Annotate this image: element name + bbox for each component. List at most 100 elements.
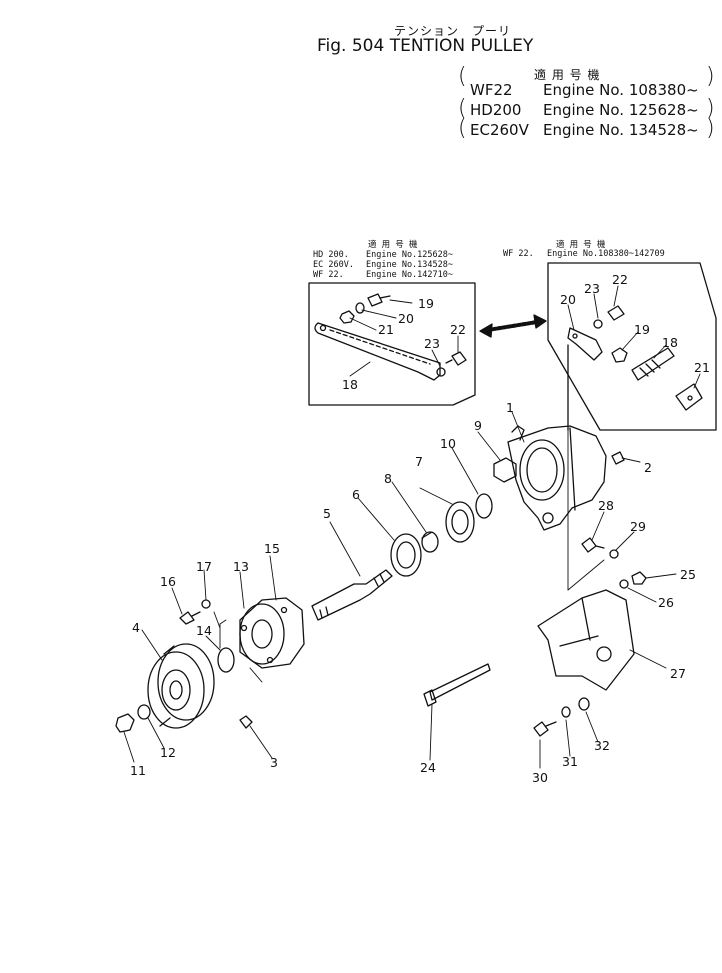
left-inset-engine: Engine No.125628~: [366, 250, 453, 260]
callout-4: 4: [132, 620, 140, 635]
callout-13: 13: [233, 559, 249, 574]
callout-24: 24: [420, 760, 436, 775]
callout-26: 26: [658, 595, 674, 610]
right-inset-callout-22: 22: [612, 272, 628, 287]
applicability-engine: Engine No. 134528~: [543, 121, 699, 139]
callout-18: 18: [342, 377, 358, 392]
right-inset-model: WF 22.: [503, 249, 534, 259]
callout-14: 14: [196, 623, 212, 638]
kana-title: テンション プーリ: [394, 24, 512, 38]
left-inset-model: EC 260V.: [313, 260, 354, 270]
figure-title: Fig. 504 TENTION PULLEY: [317, 36, 534, 56]
callout-19: 19: [418, 296, 434, 311]
nut: [115, 713, 135, 733]
callout-31: 31: [562, 754, 578, 769]
applicability-close-paren: ): [706, 64, 715, 89]
applicability-model: HD200: [470, 101, 522, 119]
washer: [619, 579, 629, 589]
callout-11: 11: [130, 763, 146, 778]
washer: [475, 493, 493, 519]
applicability-kanji: 適 用 号 機: [534, 68, 601, 82]
right-inset-callout-23: 23: [584, 281, 600, 296]
washer: [561, 706, 571, 718]
washer: [436, 367, 446, 377]
arm-bar: [314, 322, 441, 381]
washer: [137, 704, 151, 720]
callout-32: 32: [594, 738, 610, 753]
right-inset-kanji: 適 用 号 機: [556, 240, 606, 250]
double-arrow-icon: [479, 314, 547, 338]
nut: [631, 571, 647, 585]
right-inset-callout-21: 21: [694, 360, 710, 375]
left-inset-model: HD 200.: [313, 250, 349, 260]
left-inset-frame: [308, 282, 476, 406]
applicability-open-paren: (: [458, 96, 467, 121]
applicability-close-paren: ): [706, 116, 715, 141]
callout-25: 25: [680, 567, 696, 582]
right-inset-frame: [547, 262, 717, 431]
callout-16: 16: [160, 574, 176, 589]
callout-15: 15: [264, 541, 280, 556]
callout-7: 7: [415, 454, 423, 469]
nut: [339, 310, 355, 324]
callout-10: 10: [440, 436, 456, 451]
applicability-engine: Engine No. 108380~: [543, 81, 699, 99]
bearing: [390, 533, 422, 577]
right-inset-callout-19: 19: [634, 322, 650, 337]
nut: [611, 347, 628, 363]
bolt: [607, 305, 625, 321]
left-inset-kanji: 適 用 号 機: [368, 240, 418, 250]
callout-17: 17: [196, 559, 212, 574]
hub: [239, 597, 305, 669]
callout-12: 12: [160, 745, 176, 760]
applicability-close-paren: ): [706, 96, 715, 121]
bearing: [217, 647, 235, 673]
callout-30: 30: [532, 770, 548, 785]
callout-6: 6: [352, 487, 360, 502]
rod-end: [675, 383, 703, 411]
left-inset-engine: Engine No.134528~: [366, 260, 453, 270]
grease-nipple: [239, 715, 253, 729]
callout-numbers: 1 2 3 4 5 6 7 8 9 10 11 12 13 14 15 16 1…: [130, 272, 710, 785]
callout-22: 22: [450, 322, 466, 337]
applicability-open-paren: (: [458, 64, 467, 89]
callout-27: 27: [670, 666, 686, 681]
adjust-rod: [631, 347, 675, 381]
screw: [611, 451, 625, 465]
nut: [493, 457, 517, 483]
callout-21: 21: [378, 322, 394, 337]
callout-20: 20: [398, 311, 414, 326]
bolt: [445, 351, 467, 366]
applicability-engine: Engine No. 125628~: [543, 101, 699, 119]
applicability-model: WF22: [470, 81, 513, 99]
left-inset-engine: Engine No.142710~: [366, 270, 453, 280]
applicability-open-paren: (: [458, 116, 467, 141]
bracket: [537, 589, 635, 691]
callout-1: 1: [506, 400, 514, 415]
right-inset-callout-20: 20: [560, 292, 576, 307]
applicability-model: EC260V: [470, 121, 529, 139]
bolt: [533, 721, 557, 737]
leader-lines: [123, 285, 701, 769]
callout-3: 3: [270, 755, 278, 770]
bolt: [367, 293, 391, 307]
washer: [609, 549, 619, 559]
bolt: [179, 611, 201, 625]
callout-28: 28: [598, 498, 614, 513]
callout-29: 29: [630, 519, 646, 534]
washer: [593, 319, 603, 329]
callout-8: 8: [384, 471, 392, 486]
washer: [201, 599, 211, 609]
long-bolt: [423, 663, 491, 707]
right-inset-engine: Engine No.108380~142709: [547, 249, 665, 259]
bearing: [445, 501, 475, 543]
pulley: [147, 643, 215, 729]
callout-23: 23: [424, 336, 440, 351]
washer: [355, 302, 365, 314]
bolt: [581, 537, 605, 553]
callout-5: 5: [323, 506, 331, 521]
left-inset-model: WF 22.: [313, 270, 344, 280]
callout-2: 2: [644, 460, 652, 475]
eye-bolt: [567, 327, 603, 361]
